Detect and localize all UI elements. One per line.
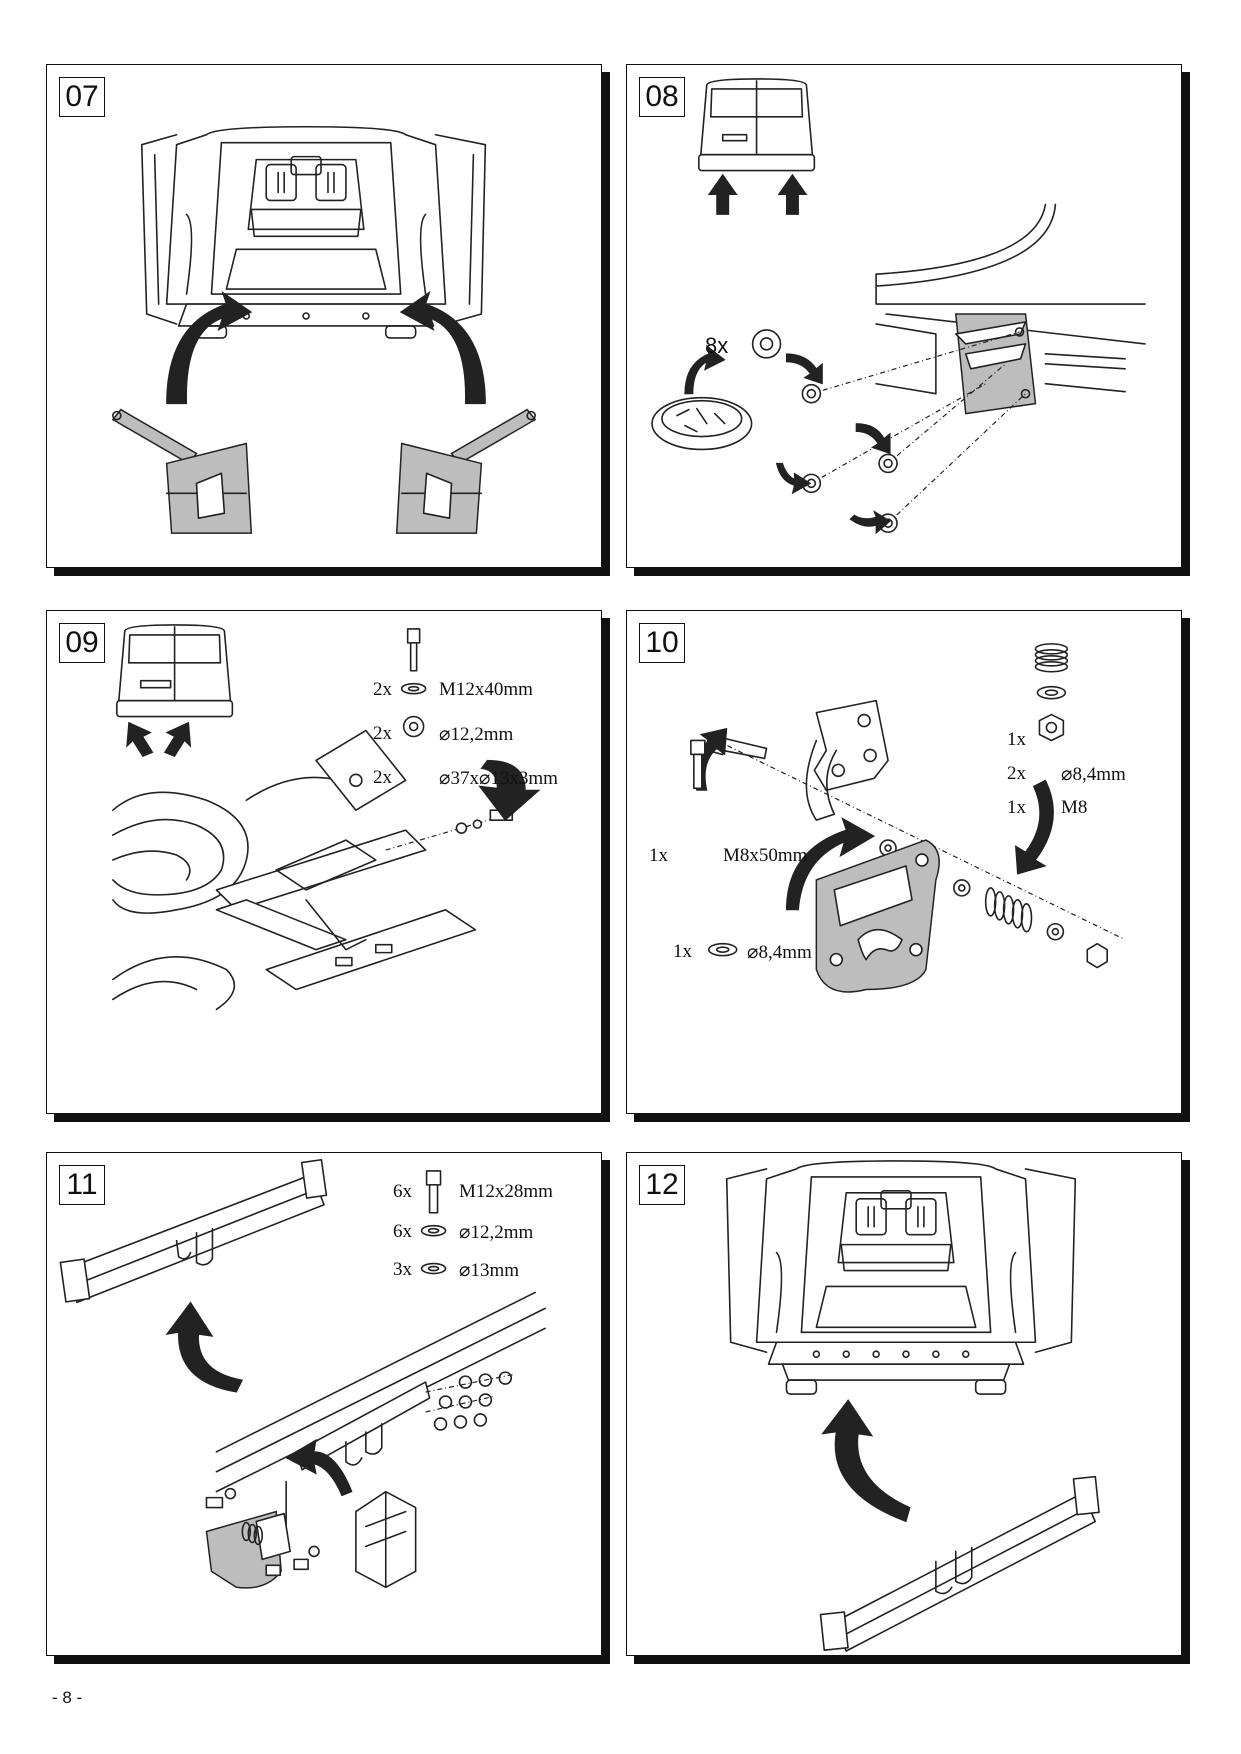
part-quantity: 6x	[393, 1221, 412, 1242]
part-quantity: 1x	[1007, 729, 1026, 750]
parts-list: 6x M12x28mm 6x ⌀12,2mm 3x ⌀13mm	[393, 1181, 593, 1301]
washer-spec: ⌀8,4mm	[747, 942, 812, 963]
page-number: - 8 -	[52, 1688, 83, 1707]
van-rear-open-doors-illustration	[111, 125, 537, 534]
part-spec: ⌀37x⌀13x3mm	[439, 768, 558, 789]
step-panel-11: 11 6x M12x28mm 6x ⌀12,2mm 3x ⌀13mm	[46, 1152, 602, 1656]
step-panel-09: 09 2x M12x40mm 2x ⌀12,2mm 2x ⌀37x⌀13x3mm	[46, 610, 602, 1114]
step-number: 09	[59, 623, 105, 663]
step-panel-12: 12	[626, 1152, 1182, 1656]
bolt-quantity: 1x	[649, 845, 668, 866]
parts-list: 2x M12x40mm 2x ⌀12,2mm 2x ⌀37x⌀13x3mm	[373, 679, 593, 799]
part-quantity: 2x	[1007, 763, 1026, 784]
step-number: 12	[639, 1165, 685, 1205]
bracket-mounting-illustration	[651, 78, 1146, 535]
socket-plate-assembly-illustration	[690, 643, 1126, 993]
step-number: 07	[59, 77, 105, 117]
part-quantity: 1x	[1007, 797, 1026, 818]
part-quantity: 2x	[373, 679, 392, 700]
step-number: 10	[639, 623, 685, 663]
part-spec: ⌀8,4mm	[1061, 764, 1126, 785]
towbar-assembly-illustration	[59, 1158, 546, 1589]
towbar-installation-illustration	[725, 1160, 1100, 1652]
part-quantity: 6x	[393, 1181, 412, 1202]
crossbar-fitting-illustration	[112, 624, 541, 1011]
part-spec: ⌀13mm	[459, 1260, 519, 1281]
washer-quantity: 1x	[673, 941, 692, 962]
step-panel-07: 07	[46, 64, 602, 568]
step-number: 08	[639, 77, 685, 117]
part-quantity: 2x	[373, 767, 392, 788]
part-quantity: 3x	[393, 1259, 412, 1280]
part-spec: ⌀12,2mm	[459, 1222, 534, 1243]
part-spec: ⌀12,2mm	[439, 724, 514, 745]
step-number: 11	[59, 1165, 105, 1205]
part-spec: M12x28mm	[459, 1181, 553, 1202]
bolt-spec: M8x50mm	[723, 845, 808, 866]
part-spec: M8	[1061, 797, 1088, 818]
part-spec: M12x40mm	[439, 679, 533, 700]
step-panel-10: 10 1x 2x ⌀8,4mm 1x M8 1x M8x50mm 1x ⌀8,4…	[626, 610, 1182, 1114]
step-panel-08: 08 8x	[626, 64, 1182, 568]
part-quantity: 2x	[373, 723, 392, 744]
quantity-label: 8x	[705, 333, 729, 358]
parts-list: 1x 2x ⌀8,4mm 1x M8	[1007, 729, 1177, 849]
